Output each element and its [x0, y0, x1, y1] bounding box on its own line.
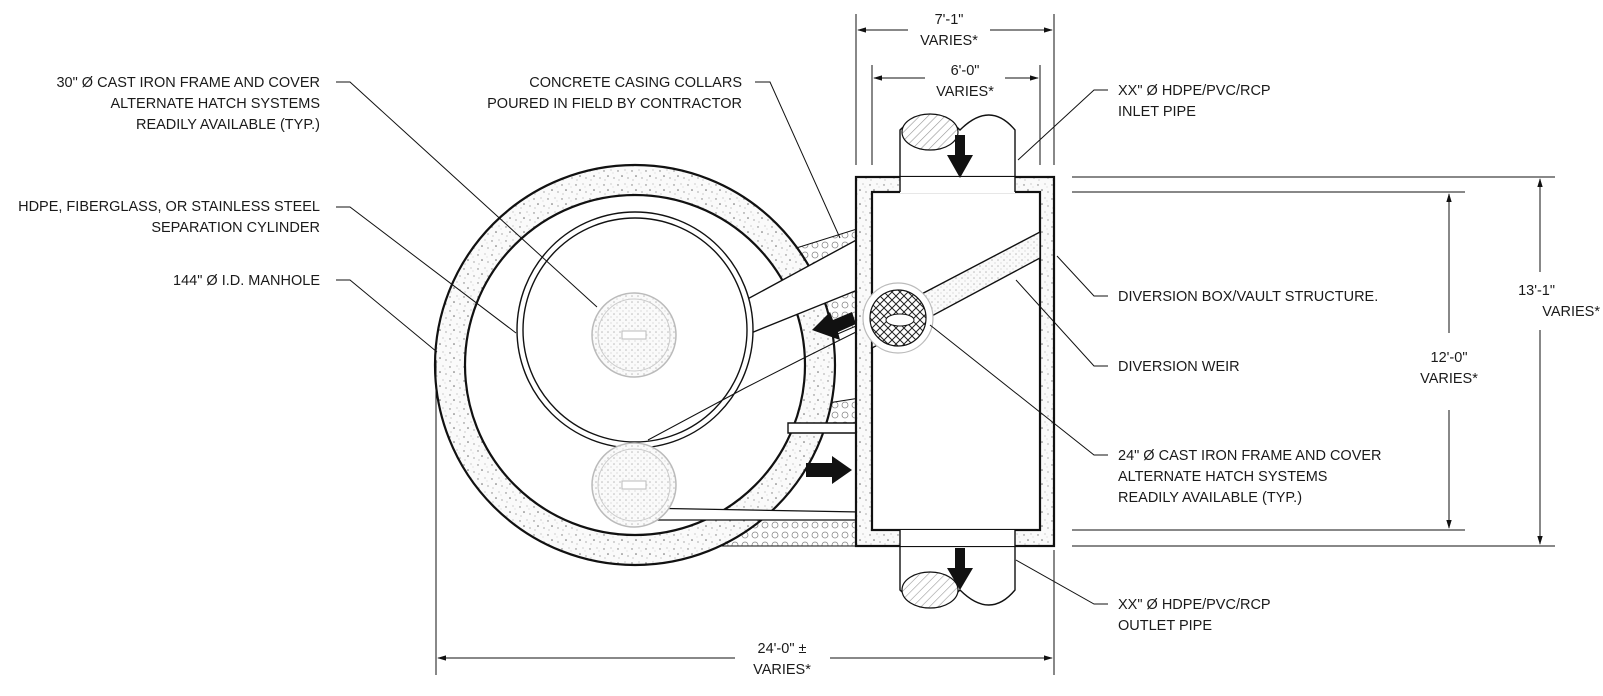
flow-arrows: [806, 135, 973, 590]
callout-manhole: 144" Ø I.D. MANHOLE: [173, 273, 320, 289]
callout-cylinder-line1: HDPE, FIBERGLASS, OR STAINLESS STEEL: [18, 199, 320, 215]
callout-collars-line2: POURED IN FIELD BY CONTRACTOR: [487, 96, 742, 112]
dim-overall-length: 24'-0" ± VARIES*: [753, 641, 811, 678]
dim-box-inner-height-value: 12'-0": [1431, 350, 1468, 366]
dim-overall-length-value: 24'-0" ±: [758, 641, 807, 657]
callout-24in-frame-line1: 24" Ø CAST IRON FRAME AND COVER: [1118, 448, 1382, 464]
callout-24in-frame-line3: READILY AVAILABLE (TYP.): [1118, 490, 1302, 506]
dim-box-outer-width: 7'-1" VARIES*: [920, 12, 978, 49]
manhole-cover-upper: [591, 292, 677, 378]
dim-box-outer-height-note: VARIES*: [1542, 304, 1600, 320]
manhole-cover-lower: [591, 442, 677, 528]
callout-outlet-line2: OUTLET PIPE: [1118, 618, 1212, 634]
diversion-box: [854, 175, 1056, 548]
dim-box-inner-height: 12'-0" VARIES*: [1420, 350, 1478, 387]
manhole-inlet-channel: [639, 236, 871, 521]
callout-box-line1: DIVERSION BOX/VAULT STRUCTURE.: [1118, 289, 1378, 305]
flow-arrow-to-box-icon: [806, 456, 852, 484]
callout-outlet-line1: XX" Ø HDPE/PVC/RCP: [1118, 597, 1271, 613]
callout-inlet-line2: INLET PIPE: [1118, 104, 1196, 120]
dim-box-inner-width-value: 6'-0": [951, 63, 980, 79]
callout-24in-frame: 24" Ø CAST IRON FRAME AND COVER ALTERNAT…: [1118, 448, 1382, 506]
box-cover-24in: [862, 282, 934, 354]
callout-inlet-pipe: XX" Ø HDPE/PVC/RCP INLET PIPE: [1118, 83, 1271, 120]
dimension-lines: [435, 14, 1555, 675]
callout-24in-frame-line2: ALTERNATE HATCH SYSTEMS: [1118, 469, 1327, 485]
dim-box-outer-width-value: 7'-1": [935, 12, 964, 28]
callout-outlet-pipe: XX" Ø HDPE/PVC/RCP OUTLET PIPE: [1118, 597, 1271, 634]
dim-box-outer-height-value: 13'-1": [1518, 283, 1555, 299]
leader-lines: [336, 81, 1108, 605]
callout-30in-frame-line2: ALTERNATE HATCH SYSTEMS: [111, 96, 320, 112]
dim-box-outer-width-note: VARIES*: [920, 33, 978, 49]
flow-arrow-outlet-icon: [947, 548, 973, 590]
dim-box-outer-height: 13'-1" VARIES*: [1518, 283, 1600, 320]
callout-collars-line1: CONCRETE CASING COLLARS: [529, 75, 742, 91]
flow-arrow-to-manhole-icon: [812, 312, 856, 340]
dim-box-inner-width-note: VARIES*: [936, 84, 994, 100]
callout-weir-line1: DIVERSION WEIR: [1118, 359, 1240, 375]
callout-manhole-line1: 144" Ø I.D. MANHOLE: [173, 273, 320, 289]
callout-diversion-box: DIVERSION BOX/VAULT STRUCTURE.: [1118, 289, 1378, 305]
callout-30in-frame-line1: 30" Ø CAST IRON FRAME AND COVER: [56, 75, 320, 91]
callout-30in-frame: 30" Ø CAST IRON FRAME AND COVER ALTERNAT…: [56, 75, 320, 133]
callout-inlet-line1: XX" Ø HDPE/PVC/RCP: [1118, 83, 1271, 99]
dim-box-inner-height-note: VARIES*: [1420, 371, 1478, 387]
callout-separation-cylinder: HDPE, FIBERGLASS, OR STAINLESS STEEL SEP…: [18, 199, 320, 236]
flow-arrow-inlet-icon: [947, 135, 973, 178]
callout-diversion-weir: DIVERSION WEIR: [1118, 359, 1240, 375]
callout-cylinder-line2: SEPARATION CYLINDER: [151, 220, 320, 236]
dim-overall-length-note: VARIES*: [753, 662, 811, 678]
dim-box-inner-width: 6'-0" VARIES*: [936, 63, 994, 100]
callout-collars: CONCRETE CASING COLLARS POURED IN FIELD …: [487, 75, 742, 112]
callout-30in-frame-line3: READILY AVAILABLE (TYP.): [136, 117, 320, 133]
